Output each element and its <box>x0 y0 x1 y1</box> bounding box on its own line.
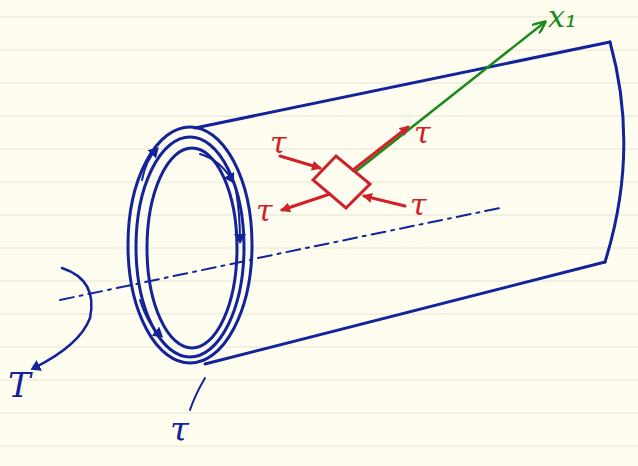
shear-stress-label: τ <box>410 190 427 220</box>
shear-stress-label: τ <box>270 128 287 158</box>
shear-stress-label: τ <box>256 196 273 226</box>
shear-stress-label: τ <box>170 412 189 446</box>
torque-label: T <box>8 368 31 402</box>
shear-stress-label: τ <box>414 118 431 148</box>
axis-label: x₁ <box>548 2 577 32</box>
